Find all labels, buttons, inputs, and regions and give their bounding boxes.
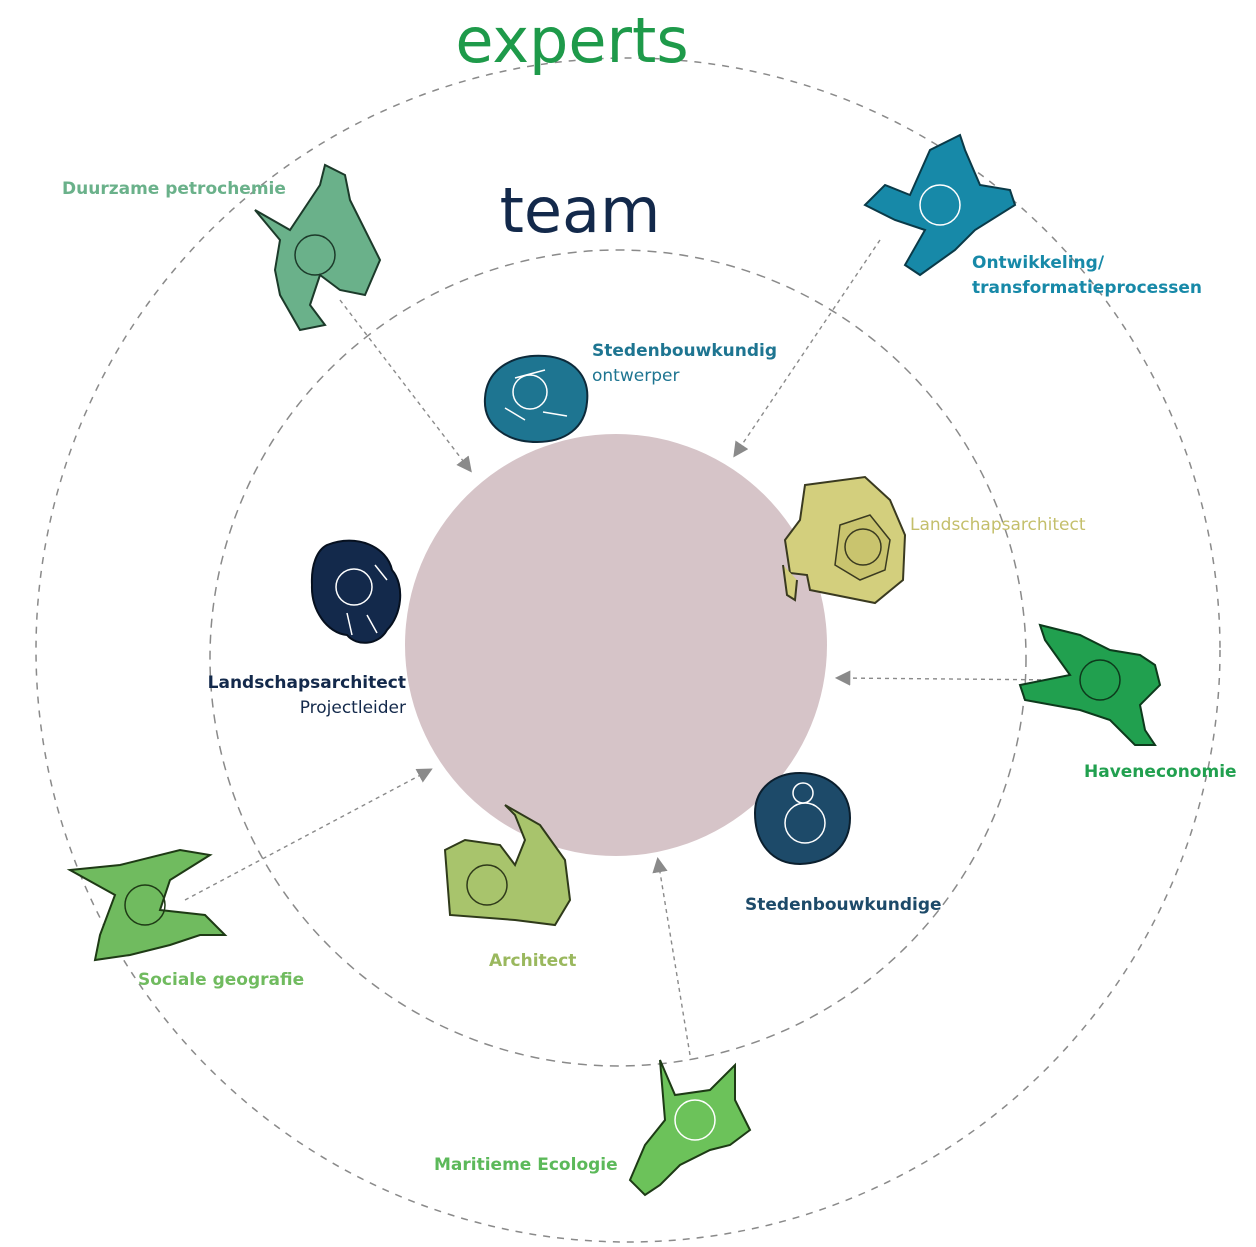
label-landschapsarchitect-right: Landschapsarchitect [910,515,1086,535]
experts-ring [35,57,1221,1243]
label-maritieme-ecologie: Maritieme Ecologie [434,1155,618,1175]
figure-maritieme-ecologie [628,1059,752,1197]
arrow-ontwikkeling [733,239,881,458]
figure-stedenbouwkundig-ontwerper [483,354,589,444]
figure-haveneconomie [1018,623,1162,746]
label-duurzame-petrochemie: Duurzame petrochemie [62,179,286,199]
arrow-sociale-geografie [184,768,433,901]
team-ring [209,249,1027,1067]
label-projectleider: Projectleider [300,698,406,718]
label-sociale-geografie: Sociale geografie [138,970,304,990]
figure-landschapsarchitect-right [782,475,907,605]
label-architect: Architect [489,951,576,971]
arrow-haveneconomie [834,670,1066,686]
figure-duurzame-petrochemie [254,163,382,332]
label-ontwikkeling: Ontwikkeling/ [972,253,1105,273]
arrow-maritieme-ecologie [652,856,691,1056]
figure-ontwikkeling [863,133,1017,277]
label-stedenbouwkundig: Stedenbouwkundig [592,341,777,361]
expert-labels: Duurzame petrochemie Ontwikkeling/ trans… [62,179,1237,1175]
expert-arrows [184,239,1066,1056]
label-landschapsarchitect-left: Landschapsarchitect [208,673,406,693]
team-title: team [500,174,661,247]
label-transformatieprocessen: transformatieprocessen [972,278,1202,298]
team-labels: Stedenbouwkundig ontwerper Landschapsarc… [208,341,1086,971]
meeting-table [405,434,827,856]
label-haveneconomie: Haveneconomie [1084,762,1237,782]
figure-sociale-geografie [66,848,228,962]
figure-stedenbouwkundige [753,771,852,866]
label-stedenbouwkundige: Stedenbouwkundige [745,895,942,915]
figure-landschapsarchitect-left [310,539,402,644]
arrow-petrochemie [339,299,472,473]
figure-architect [443,804,572,927]
label-ontwerper: ontwerper [592,366,679,386]
experts-title: experts [455,4,688,77]
